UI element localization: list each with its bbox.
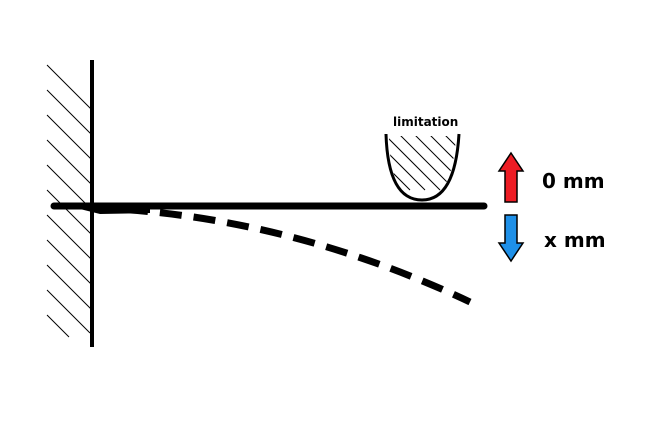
up-value-label: 0 mm xyxy=(542,169,605,193)
deflected-beam xyxy=(91,204,472,306)
wall-hatching xyxy=(46,64,93,338)
limitation-hatching xyxy=(389,136,456,191)
down-value-label: x mm xyxy=(544,228,606,252)
down-arrow xyxy=(497,214,525,263)
limitation-cup xyxy=(384,133,461,202)
limitation-label: limitation xyxy=(393,115,459,129)
up-arrow xyxy=(497,151,525,203)
